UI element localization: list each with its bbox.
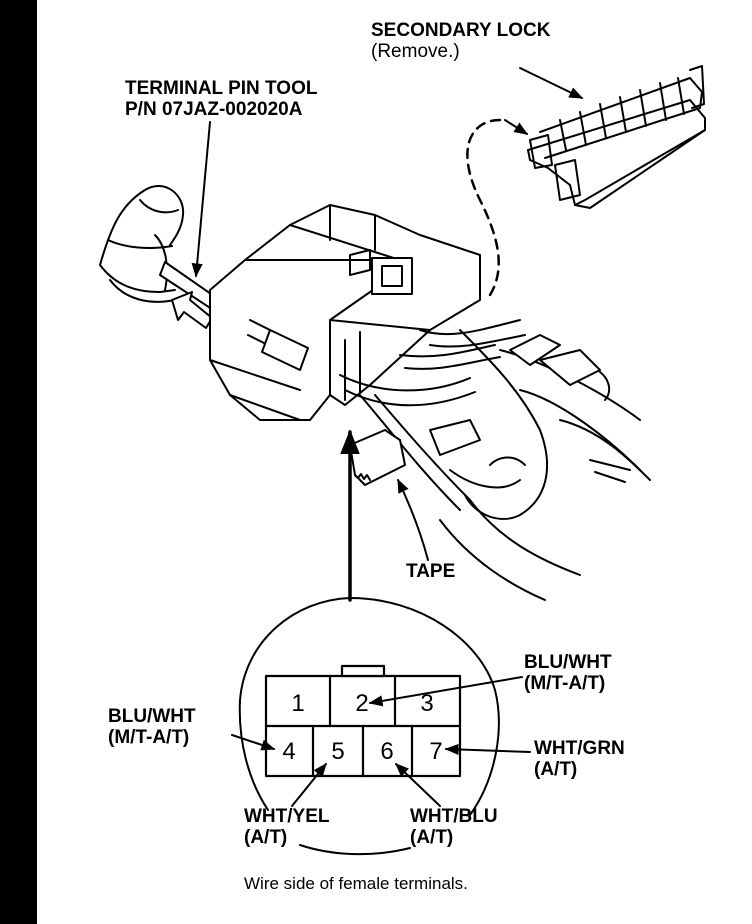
tool-part-number: P/N 07JAZ-002020A	[125, 99, 303, 120]
pin7-leader-arrow	[444, 743, 531, 756]
pin-2-number: 2	[355, 690, 368, 717]
pin-3-number: 3	[420, 690, 433, 717]
pin6-wire-label: WHT/BLU (A/T)	[410, 806, 498, 848]
wire-harness	[339, 319, 651, 601]
pin4-wire-color: BLU/WHT	[108, 706, 196, 727]
pin5-wire-note: (A/T)	[244, 827, 288, 848]
tool-leader-arrow	[191, 121, 211, 278]
pin7-wire-color: WHT/GRN	[534, 738, 625, 759]
lock-position-dashed-path	[466, 118, 502, 297]
tape-wrap	[349, 429, 406, 486]
pin-6-number: 6	[380, 738, 393, 765]
secondary-lock-title: SECONDARY LOCK	[371, 20, 551, 41]
pin-4-number: 4	[282, 738, 295, 765]
secondary-lock-part	[527, 65, 706, 209]
pin2-leader-arrow	[368, 676, 523, 707]
pin5-wire-label: WHT/YEL (A/T)	[244, 806, 330, 848]
secondary-lock-note: (Remove.)	[371, 41, 460, 62]
pin5-leader-arrow	[291, 762, 327, 807]
diagram-caption: Wire side of female terminals.	[244, 874, 468, 893]
pin2-wire-note: (M/T-A/T)	[524, 673, 606, 694]
lock-arrow	[504, 119, 529, 135]
pin7-wire-label: WHT/GRN (A/T)	[534, 738, 625, 780]
left-black-border	[0, 0, 37, 924]
secondary-lock-label: SECONDARY LOCK (Remove.)	[371, 20, 550, 62]
pin2-wire-color: BLU/WHT	[524, 652, 612, 673]
pin2-wire-label: BLU/WHT (M/T-A/T)	[524, 652, 612, 694]
terminal-pin-tool-label: TERMINAL PIN TOOL P/N 07JAZ-002020A	[125, 78, 317, 120]
lock-leader-arrow	[519, 67, 584, 99]
tape-arrow	[397, 478, 429, 561]
pin6-wire-note: (A/T)	[410, 827, 454, 848]
pull-direction-arrow	[171, 291, 213, 329]
pin7-wire-note: (A/T)	[534, 759, 578, 780]
pin-1-number: 1	[291, 690, 304, 717]
pin6-wire-color: WHT/BLU	[410, 806, 498, 827]
pin5-wire-color: WHT/YEL	[244, 806, 330, 827]
pin-7-number: 7	[429, 738, 442, 765]
tool-name: TERMINAL PIN TOOL	[125, 78, 318, 99]
pin4-wire-label: BLU/WHT (M/T-A/T)	[108, 706, 196, 748]
pin4-wire-note: (M/T-A/T)	[108, 727, 190, 748]
pin-5-number: 5	[331, 738, 344, 765]
tape-label: TAPE	[406, 561, 456, 582]
pin4-leader-arrow	[231, 734, 276, 751]
pin6-leader-arrow	[394, 763, 441, 807]
hand-drawing	[99, 185, 185, 303]
